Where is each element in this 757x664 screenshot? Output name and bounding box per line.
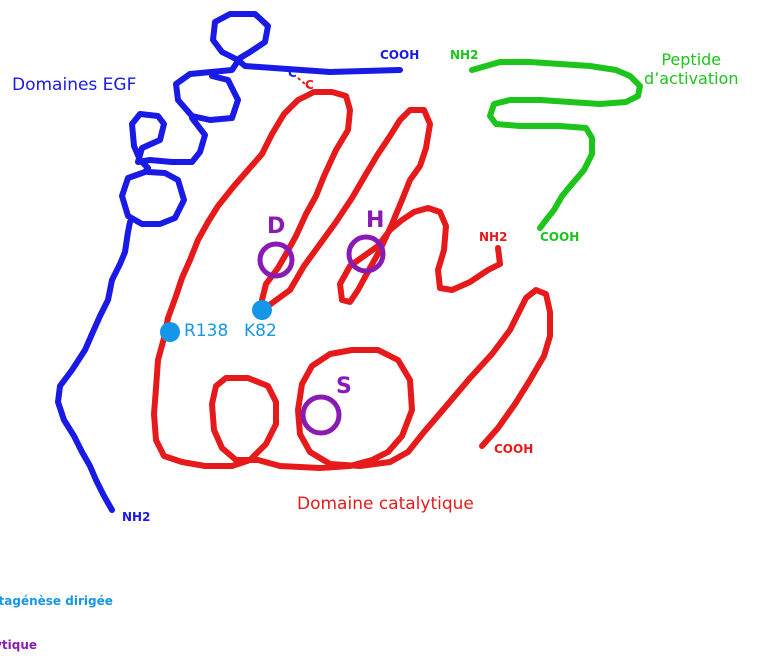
mutation-site-k82-dot	[252, 300, 272, 320]
residue-h-label: H	[366, 208, 385, 233]
residue-s-label: S	[336, 374, 352, 399]
activation-peptide-label: Peptide d’activation	[644, 50, 738, 88]
egf-domains-label: Domaines EGF	[12, 75, 137, 95]
egf-domain-chain	[55, 11, 403, 513]
mutation-site-r138-dot	[160, 322, 180, 342]
active-site-s-ring	[300, 394, 342, 436]
activation-nh2-label: NH2	[450, 48, 479, 62]
catalytic-nh2-label: NH2	[479, 230, 508, 244]
catalytic-domain-label: Domaine catalytique	[297, 494, 474, 514]
egf-nh2-label: NH2	[122, 510, 151, 524]
egf-cooh-label: COOH	[380, 48, 420, 62]
disulfide-c-red-label: C	[305, 78, 314, 92]
active-site-d-ring	[257, 241, 295, 279]
activation-cooh-label: COOH	[540, 230, 580, 244]
active-site-h-ring	[346, 234, 386, 274]
catalytic-cooh-label: COOH	[494, 442, 534, 456]
residue-d-label: D	[267, 214, 286, 239]
activation-peptide-label-line2: d’activation	[644, 69, 739, 88]
legend-catalytic-triad: lytique	[0, 638, 38, 652]
activation-peptide-chain	[469, 59, 643, 231]
mutation-k82-label: K82	[244, 321, 277, 341]
activation-peptide-label-line1: Peptide	[661, 50, 722, 69]
mutation-r138-label: R138	[184, 321, 229, 341]
legend-site-directed-mutagenesis: utagénèse dirigée	[0, 594, 113, 608]
catalytic-domain-chain	[151, 89, 553, 471]
disulfide-c-blue-label: C	[288, 66, 297, 80]
